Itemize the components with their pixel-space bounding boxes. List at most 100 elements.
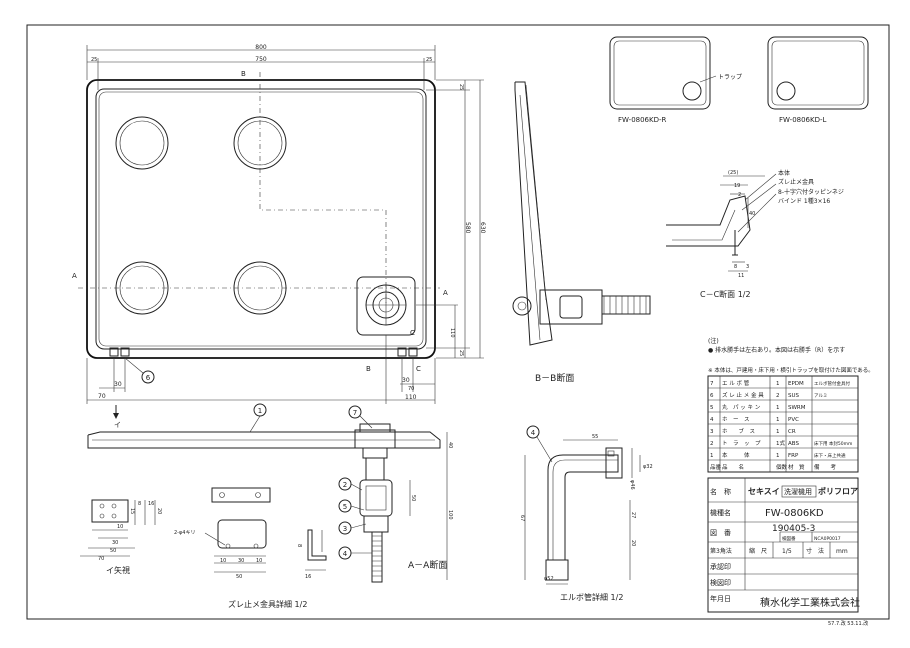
bb-caption: B－B断面	[535, 372, 574, 384]
variant-l-label: FW-0806KD-L	[779, 116, 827, 124]
balloon-7: 7	[353, 409, 357, 417]
cc-label-bracket: ズレ止メ金具	[778, 178, 814, 186]
dim-25-bottom: 25	[458, 350, 464, 356]
balloon-6: 6	[146, 374, 151, 382]
parts-cell: SWRM	[788, 405, 806, 411]
parts-cell: 1	[776, 381, 780, 387]
parts-cell: EPDM	[788, 381, 804, 387]
parts-cell: 3	[710, 429, 714, 435]
check-no-value: NCA0P0017	[814, 536, 841, 542]
trap-outlet	[356, 276, 416, 336]
variant-r: トラップ FW-0806KD-R	[609, 36, 742, 124]
aa-dim-100: 100	[447, 510, 453, 520]
projection-label: 第3角法	[710, 547, 732, 555]
dim-70-right: 70	[408, 386, 414, 392]
bracket-holes: 2-φ4キリ	[174, 530, 195, 536]
unit-label: 寸 法	[806, 547, 824, 555]
balloon-2-group: 2	[338, 477, 363, 491]
parts-cell: 6	[710, 393, 714, 399]
title-type-box	[781, 485, 817, 498]
cc-dim-11: 11	[738, 273, 744, 279]
revision-note: 57.7.改 53.11.改	[828, 620, 868, 627]
dim-580: 580	[464, 222, 471, 234]
elbow-dim-32: φ32	[643, 464, 653, 470]
balloon-1: 1	[258, 407, 262, 415]
balloon-1-group: 1	[249, 403, 267, 433]
cc-dim-2: 2	[738, 192, 741, 198]
parts-cell: 2	[776, 393, 780, 399]
section-mark-a-left: A	[72, 272, 77, 280]
i-dim-16: 16	[148, 501, 154, 507]
dim-30-left: 30	[114, 381, 122, 388]
variant-l: FW-0806KD-L	[767, 36, 869, 124]
bracket-dim-8: 8	[296, 544, 302, 547]
parts-cell: 1	[776, 417, 780, 423]
parts-cell: ズ レ 止 メ 金 具	[722, 391, 764, 399]
parts-cell: 床下・床上共通	[814, 452, 846, 459]
parts-cell: 7	[710, 381, 714, 387]
parts-cell: 1	[776, 405, 780, 411]
elbow-dim-27: 27	[630, 512, 636, 518]
balloon-5-group: 5	[338, 499, 365, 513]
drain-hose	[601, 295, 651, 315]
notes-line1: ● 排水勝手は左右あり。本図は右勝手（R）を示す	[708, 346, 845, 354]
check-no-label: 検図番	[782, 535, 796, 542]
parts-cell: ホ ブ ス	[722, 427, 755, 435]
aa-dim-40: 40	[447, 442, 453, 448]
dim-30-right: 30	[402, 377, 410, 384]
balloon-7-group: 7	[348, 405, 373, 429]
parts-cell: ホ ー ス	[722, 416, 750, 423]
bracket-dim-16: 16	[305, 574, 311, 580]
drawing-value: 190405-3	[772, 524, 815, 534]
dim-25-top: 25	[458, 84, 464, 90]
title-product: ポリフロア	[818, 486, 858, 496]
parts-cell: 本 体	[722, 451, 750, 459]
dim-110-vertical: 110	[449, 328, 455, 338]
bracket-detail: 10 30 10 50 2-φ4キリ 8 16 ズレ止メ金具詳細 1/2	[174, 487, 327, 609]
parts-cell: SUS	[788, 393, 800, 399]
scale-value: 1/5	[782, 548, 792, 555]
title-type: 洗濯機用	[784, 487, 812, 496]
parts-header-cell: 個数	[776, 463, 788, 471]
dim-630: 630	[479, 222, 486, 234]
cc-caption: C－C断面 1/2	[700, 289, 751, 299]
cc-label-screw-spec: バインド 1種3×16	[778, 197, 830, 205]
cc-dim-19: 19	[734, 183, 740, 189]
date-label: 年月日	[710, 594, 731, 603]
parts-header-cell: 備 考	[814, 463, 837, 471]
dim-70-left: 70	[98, 393, 106, 400]
check-label: 検図印	[710, 578, 731, 587]
elbow-dim-67: 67	[519, 515, 525, 521]
drawing-label: 図 番	[710, 529, 731, 537]
i-dim-8: 8	[138, 501, 141, 507]
cc-label-body: 本体	[778, 169, 790, 177]
elbow-dim-20: 20	[630, 540, 636, 546]
cc-dim-25: (25)	[728, 170, 738, 176]
bracket-dim-30: 30	[238, 558, 244, 564]
model-label: 機種名	[710, 508, 731, 517]
parts-cell: 5	[710, 405, 714, 411]
parts-cell: ト ラ ッ プ	[722, 440, 761, 447]
balloon-4: 4	[343, 550, 348, 558]
parts-cell: FRP	[788, 453, 799, 459]
parts-cell: アルミ	[814, 393, 827, 399]
elbow-detail: 4 55 φ32 φ46 27 67 20 φ52 エルボ管詳細 1/2	[519, 425, 653, 602]
elbow-dim-46: φ46	[629, 480, 635, 490]
company-name: 積水化学工業株式会社	[760, 596, 860, 609]
trap-label: トラップ	[718, 74, 742, 81]
dim-800: 800	[255, 44, 267, 51]
title-name-label: 名 称	[710, 487, 731, 496]
parts-cell: 2	[710, 441, 714, 447]
model-value: FW-0806KD	[765, 508, 824, 519]
i-view-caption: イ矢視	[106, 565, 130, 575]
balloon-4-group: 4	[338, 546, 372, 560]
balloon-elbow-4: 4	[531, 429, 536, 437]
unit-value: mm	[836, 548, 848, 555]
bracket-dim-10-b: 10	[256, 558, 262, 564]
view-mark-i: イ	[114, 421, 121, 429]
parts-cell: 1式	[776, 439, 785, 447]
balloon-3: 3	[343, 525, 347, 533]
